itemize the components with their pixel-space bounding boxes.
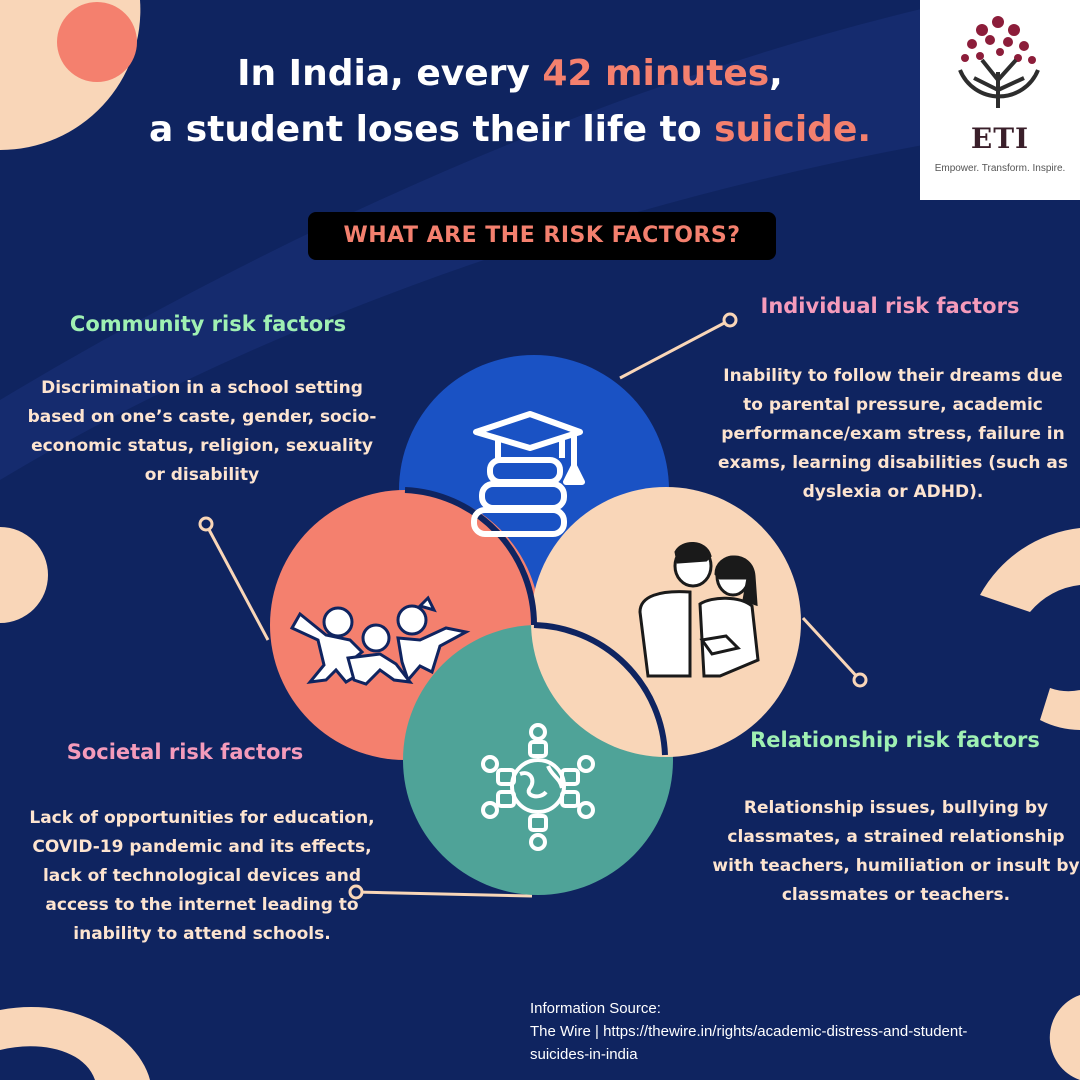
information-source: Information Source: The Wire | https://t… [530, 997, 1010, 1066]
connector-community [204, 523, 270, 641]
arc-bottom-left [0, 1007, 150, 1080]
connector-dot-societal [348, 884, 364, 900]
headline-line-2: a student loses their life to suicide. [148, 109, 872, 150]
logo [920, 0, 1080, 200]
small-circle-top-left [57, 2, 137, 82]
connector-dot-relationship [852, 672, 868, 688]
children-group-icon [289, 595, 471, 686]
graduation-cap-books-icon [471, 411, 585, 537]
globe-network-icon [481, 723, 595, 851]
logo-tagline: Empower. Transform. Inspire. [934, 163, 1066, 174]
relationship-title: Relationship risk factors [750, 728, 1040, 752]
individual-title: Individual risk factors [760, 294, 1020, 318]
connector-relationship [801, 616, 862, 682]
community-text: Discrimination in a school setting based… [27, 378, 377, 485]
half-circle-left [0, 527, 48, 623]
headline-highlight-minutes: 42 minutes [542, 53, 770, 94]
arc-right-bottom [1040, 655, 1080, 730]
connector-dot-individual [722, 312, 738, 328]
headline-line-1: In India, every 42 minutes, [237, 53, 783, 94]
community-title: Community risk factors [69, 312, 347, 336]
connector-individual [619, 318, 731, 380]
connector-dot-community [198, 516, 214, 532]
tree-logo-icon [958, 16, 1040, 108]
connector-societal [355, 890, 533, 898]
section-title: WHAT ARE THE RISK FACTORS? [308, 212, 776, 260]
source-label: Information Source: [530, 1000, 661, 1017]
arc-right-top [980, 528, 1080, 612]
source-text: The Wire | https://thewire.in/rights/aca… [530, 1023, 968, 1063]
couple-icon [638, 542, 760, 678]
headline-highlight-suicide: suicide. [714, 109, 872, 150]
individual-text: Inability to follow their dreams due to … [718, 366, 1068, 502]
logo-name: ETI [970, 122, 1030, 155]
relationship-text: Relationship issues, bullying by classma… [712, 798, 1080, 905]
societal-text: Lack of opportunities for education, COV… [29, 808, 375, 944]
headline: In India, every 42 minutes, a student lo… [110, 46, 910, 158]
half-circle-bottom-right [1049, 995, 1080, 1080]
societal-title: Societal risk factors [66, 740, 304, 764]
